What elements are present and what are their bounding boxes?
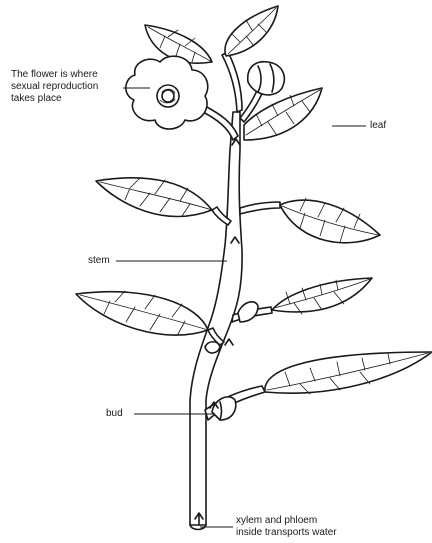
leaf-right-lower-middle <box>272 278 372 314</box>
flower-label-line-2: sexual reproduction <box>11 81 98 93</box>
bud-label: bud <box>106 408 123 420</box>
leaf-right-lower <box>265 352 432 394</box>
flower-label-line-1: The flower is where <box>11 69 98 81</box>
flower-label-line-3: takes place <box>11 93 98 105</box>
leaf-middle-left <box>76 291 208 335</box>
vascular-label-line-2: inside transports water <box>236 527 337 539</box>
flower-shape <box>126 56 208 129</box>
leaf-upper-left <box>96 178 212 217</box>
bud-lower <box>212 397 236 420</box>
stem-label: stem <box>88 255 110 267</box>
flower-bud-top <box>248 62 285 95</box>
leaf-top-center <box>225 6 278 56</box>
flower-label: The flower is where sexual reproduction … <box>11 69 98 105</box>
bud-upper <box>238 302 258 322</box>
leaf-right-middle <box>280 198 380 243</box>
leaf-label: leaf <box>370 120 386 132</box>
vascular-label: xylem and phloem inside transports water <box>236 515 337 539</box>
bud-leftmid <box>205 342 220 353</box>
vascular-label-line-1: xylem and phloem <box>236 515 337 527</box>
